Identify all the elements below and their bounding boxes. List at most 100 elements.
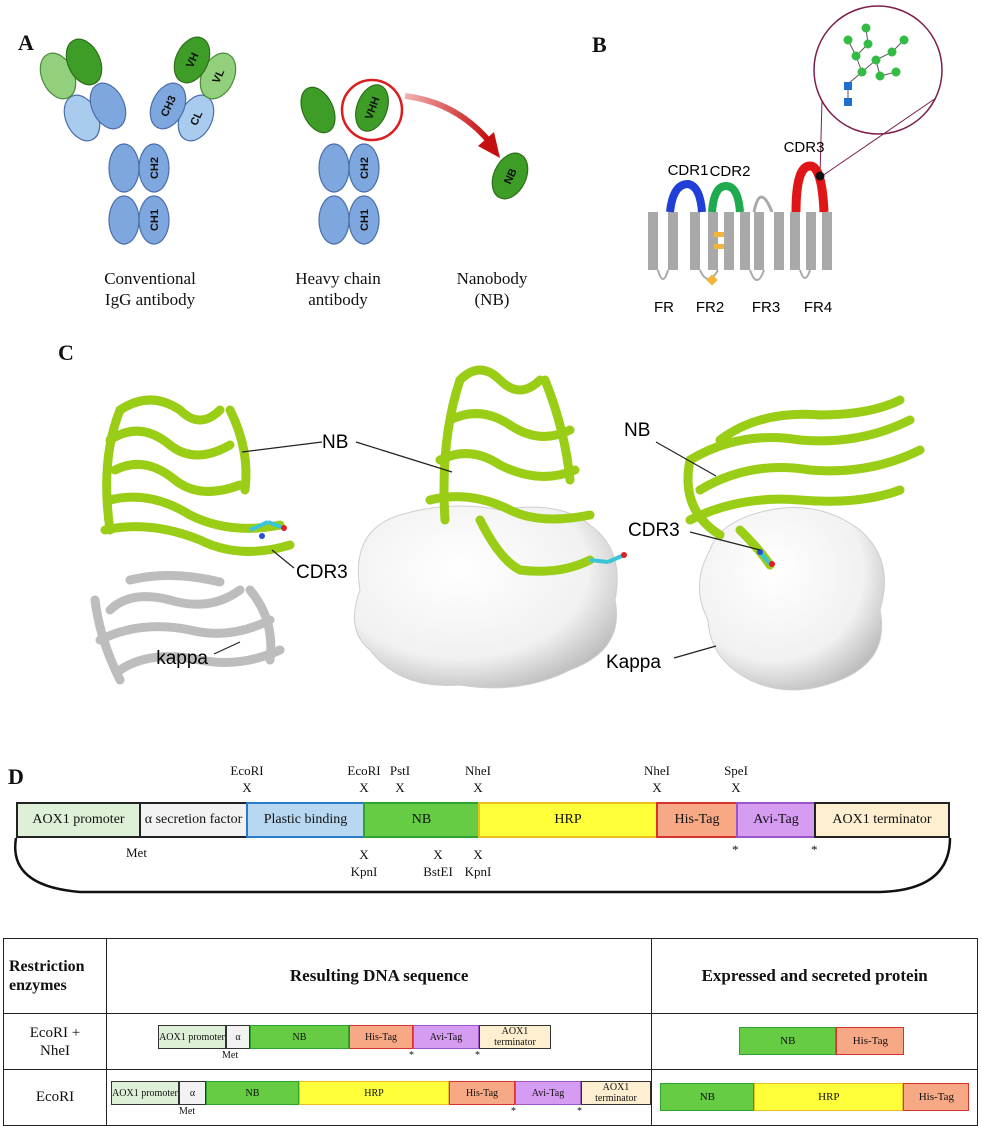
structure-1 (90, 395, 295, 685)
hc-ch2-domain (348, 143, 380, 193)
r2-protein-hrp: HRP (754, 1083, 904, 1111)
nb-ribbon-1 (100, 395, 295, 556)
segment-aox1-terminator: AOX1 terminator (814, 802, 950, 838)
ligand-2 (589, 552, 627, 564)
cdr3-loop (791, 161, 829, 213)
igg-vh-label: VH (184, 51, 201, 70)
stop-codon-2: * (811, 842, 818, 857)
r2-stop-1: * (510, 1106, 516, 1117)
r1-aox1-promoter: AOX1 promoter (157, 1025, 226, 1049)
kappa-ribbon-1 (90, 571, 285, 685)
igg-cl-label: CL (188, 109, 205, 128)
panel-c-letter: C (58, 340, 74, 365)
fr2-label: FR2 (696, 299, 724, 316)
kappa-label-2: Kappa (606, 652, 661, 673)
r1-protein-his-tag: His-Tag (836, 1027, 905, 1055)
nb-ribbon-3 (683, 395, 925, 570)
stop-codon-1: * (732, 842, 739, 857)
header-dna: Resulting DNA sequence (105, 938, 653, 1014)
table-row: EcoRI +NheI AOX1 promoter α NB His-Tag A… (3, 1013, 978, 1070)
row2-protein: NB HRP His-Tag (651, 1069, 978, 1126)
r1-avi-tag: Avi-Tag (412, 1025, 479, 1049)
r2-protein-his-tag: His-Tag (903, 1083, 970, 1111)
r1-protein-nb: NB (739, 1027, 837, 1055)
cdr2-loop (708, 181, 744, 213)
caption-nanobody: Nanobody(NB) (456, 269, 528, 309)
met-label: Met (126, 845, 147, 860)
igg-ch1-domain (138, 195, 170, 245)
header-enzymes: Restriction enzymes (3, 938, 107, 1014)
row1-protein: NB His-Tag (651, 1013, 978, 1070)
kappa-label-1: kappa (156, 648, 208, 669)
nb-label-1: NB (322, 432, 348, 453)
fr3-loop (752, 195, 774, 213)
surface-3 (699, 507, 885, 691)
r2-stop-2: * (576, 1106, 582, 1117)
header-protein: Expressed and secreted protein (651, 938, 978, 1014)
igg-ch2-domain (138, 143, 170, 193)
hc-ch1-label: CH1 (359, 209, 371, 231)
nanobody-arrowhead (478, 132, 500, 158)
r1-alpha: α (225, 1025, 250, 1049)
row1-enzymes: EcoRI +NheI (3, 1013, 107, 1070)
plasmid-backbone (13, 837, 952, 894)
heavy-chain-antibody: VHH CH2 CH1 (300, 78, 404, 245)
igg-antibody: VH VL CH3 CL CH2 CH1 (39, 36, 237, 245)
igg-fc-left-upper (108, 143, 140, 193)
structure-2 (353, 365, 627, 689)
ligand-3 (757, 549, 775, 567)
row2-enzymes: EcoRI (3, 1069, 107, 1126)
nb-label-2: NB (624, 420, 650, 441)
r2-alpha: α (178, 1081, 206, 1105)
row2-dna: AOX1 promoter α NB HRP His-Tag Avi-Tag A… (105, 1069, 653, 1126)
cdr1-label: CDR1 (668, 162, 709, 179)
panel-a-letter: A (18, 30, 34, 55)
igg-ch2-label: CH2 (149, 157, 161, 179)
panel-a-diagram: VH VL CH3 CL CH2 CH1 VHH CH2 CH1 NB (39, 36, 529, 245)
nanobody-arrow (404, 93, 491, 142)
surface-2 (353, 505, 618, 689)
structure-3 (683, 395, 925, 691)
segment-nb: NB (363, 802, 480, 838)
segment-alpha-factor: α secretion factor (139, 802, 248, 838)
r2-protein-nb: NB (660, 1083, 755, 1111)
r2-aox1-promoter: AOX1 promoter (110, 1081, 179, 1105)
segment-his-tag: His-Tag (656, 802, 738, 838)
glycosylation-site (815, 171, 825, 181)
r2-nb: NB (205, 1081, 299, 1105)
fr3-label: FR3 (752, 299, 780, 316)
cdr3-label: CDR3 (784, 139, 825, 156)
igg-ch3-domain (149, 82, 187, 130)
framework-strands (648, 212, 832, 270)
r2-avi-tag: Avi-Tag (514, 1081, 581, 1105)
r1-nb: NB (249, 1025, 349, 1049)
cdr3-label-2: CDR3 (628, 520, 680, 541)
r1-stop-2: * (474, 1050, 480, 1061)
cdr3-label-1: CDR3 (296, 562, 348, 583)
r2-aox1-terminator: AOX1 terminator (580, 1081, 651, 1105)
nb-ribbon-2 (425, 365, 595, 576)
cdr1-loop (666, 179, 706, 213)
r1-aox1-terminator: AOX1 terminator (478, 1025, 551, 1049)
cdr2-label: CDR2 (710, 163, 751, 180)
vhh-highlight-circle (340, 78, 404, 142)
row1-dna: AOX1 promoter α NB His-Tag Avi-Tag AOX1 … (105, 1013, 653, 1070)
r2-his-tag: His-Tag (448, 1081, 515, 1105)
segment-avi-tag: Avi-Tag (736, 802, 816, 838)
hc-ch2-label: CH2 (359, 157, 371, 179)
segment-hrp: HRP (478, 802, 658, 838)
nanobody-domain (491, 152, 529, 200)
panel-b-letter: B (592, 32, 607, 57)
panel-d-letter: D (8, 764, 24, 789)
igg-vh-domain (173, 36, 211, 84)
igg-vl-label: VL (210, 67, 227, 85)
